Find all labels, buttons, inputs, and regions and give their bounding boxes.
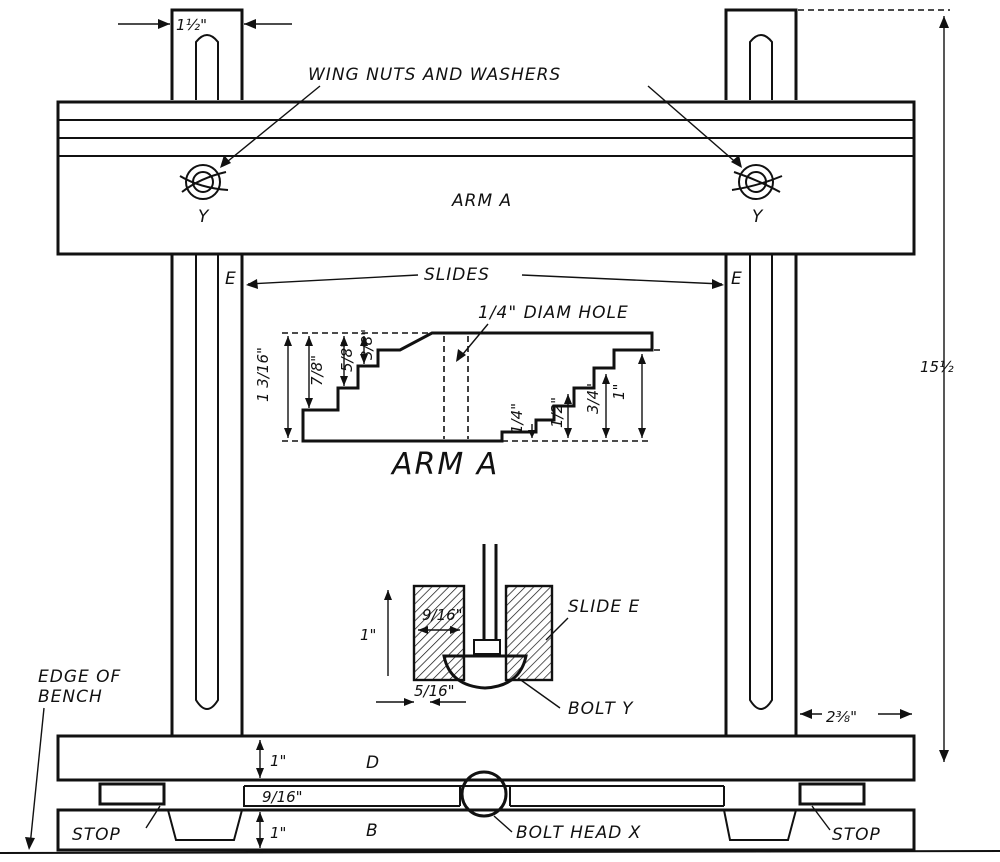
dim-overall-height: 15½: [920, 358, 954, 376]
stop-left-block: [98, 782, 166, 806]
stop-right-block: [798, 782, 866, 806]
slide-e-leader: [545, 617, 569, 641]
right-step-dimensions: [528, 354, 646, 438]
label-slide-e: SLIDE E: [568, 597, 640, 617]
stop-left-leader: [145, 805, 161, 829]
dim-1: 1": [610, 384, 628, 400]
label-y-left: Y: [198, 207, 210, 227]
left-slide: [170, 254, 244, 736]
dim-b-thick: 1": [270, 824, 286, 842]
stop-right-leader: [811, 805, 831, 831]
dim-slide-1: 1": [360, 626, 376, 644]
label-wing-nuts: WING NUTS AND WASHERS: [308, 65, 561, 85]
dim-gap: 9/16": [262, 788, 303, 806]
dim-1-4: 1/4": [508, 403, 526, 434]
dim-slide-width: 2⅜": [826, 708, 857, 726]
label-arm-a: ARM A: [451, 191, 512, 211]
dim-1-3-16: 1 3/16": [254, 347, 272, 402]
dim-5-8: 5/8": [338, 341, 356, 372]
bolt-head-leader: [493, 815, 513, 833]
label-arm-a-section: ARM A: [390, 447, 499, 482]
label-b: B: [366, 821, 379, 841]
label-bolt-head: BOLT HEAD X: [516, 823, 641, 843]
dim-1-2: 1/2": [548, 397, 566, 428]
board-b: [56, 808, 916, 852]
label-slides: SLIDES: [424, 265, 490, 285]
wing-nut-leaders: [220, 85, 742, 168]
thickness-dimensions: [256, 740, 264, 848]
label-stop-left: STOP: [72, 825, 121, 845]
label-edge-of-bench-2: BENCH: [38, 687, 103, 707]
arm-a-bar: [56, 100, 916, 256]
top-width-dimension: 1½": [118, 16, 292, 34]
label-e-left: E: [225, 269, 237, 289]
label-d: D: [366, 753, 380, 773]
edge-of-bench-arrow: [25, 707, 45, 850]
slide-e-dimensions: [376, 590, 466, 706]
slide-width-dimension: [800, 709, 912, 719]
bench-surface-line: [0, 850, 1000, 854]
gap-strip: [243, 785, 725, 807]
right-slide: [724, 254, 798, 736]
left-step-dimensions: [284, 336, 368, 438]
arm-a-section: [282, 331, 660, 443]
right-upright-top: [724, 8, 798, 100]
dim-3-8: 3/8": [358, 329, 376, 360]
wing-nut-right-icon: [731, 164, 783, 200]
dim-d-thick: 1": [270, 752, 286, 770]
wing-nut-left-icon: [179, 164, 229, 200]
overall-height-dimension: [798, 9, 950, 762]
bolt-y-leader: [517, 677, 561, 709]
dim-top-width: 1½": [176, 16, 207, 34]
diam-hole-leader: 1/4" DIAM HOLE: [456, 303, 629, 362]
dim-slide-5-16: 5/16": [414, 682, 455, 700]
slides-label-group: SLIDES: [246, 265, 724, 289]
label-y-right: Y: [752, 207, 764, 227]
bolt-head-x-icon: [460, 770, 508, 818]
dim-7-8: 7/8": [308, 355, 326, 386]
dim-3-4: 3/4": [584, 383, 602, 414]
board-d: [56, 734, 916, 782]
slide-e-section: [412, 544, 554, 690]
label-diam-hole: 1/4" DIAM HOLE: [478, 303, 629, 323]
dim-slide-9-16: 9/16": [422, 606, 463, 624]
label-stop-right: STOP: [832, 825, 881, 845]
label-e-right: E: [731, 269, 743, 289]
label-bolt-y: BOLT Y: [568, 699, 634, 719]
label-edge-of-bench-1: EDGE OF: [38, 667, 121, 687]
left-upright-top: [170, 8, 244, 100]
